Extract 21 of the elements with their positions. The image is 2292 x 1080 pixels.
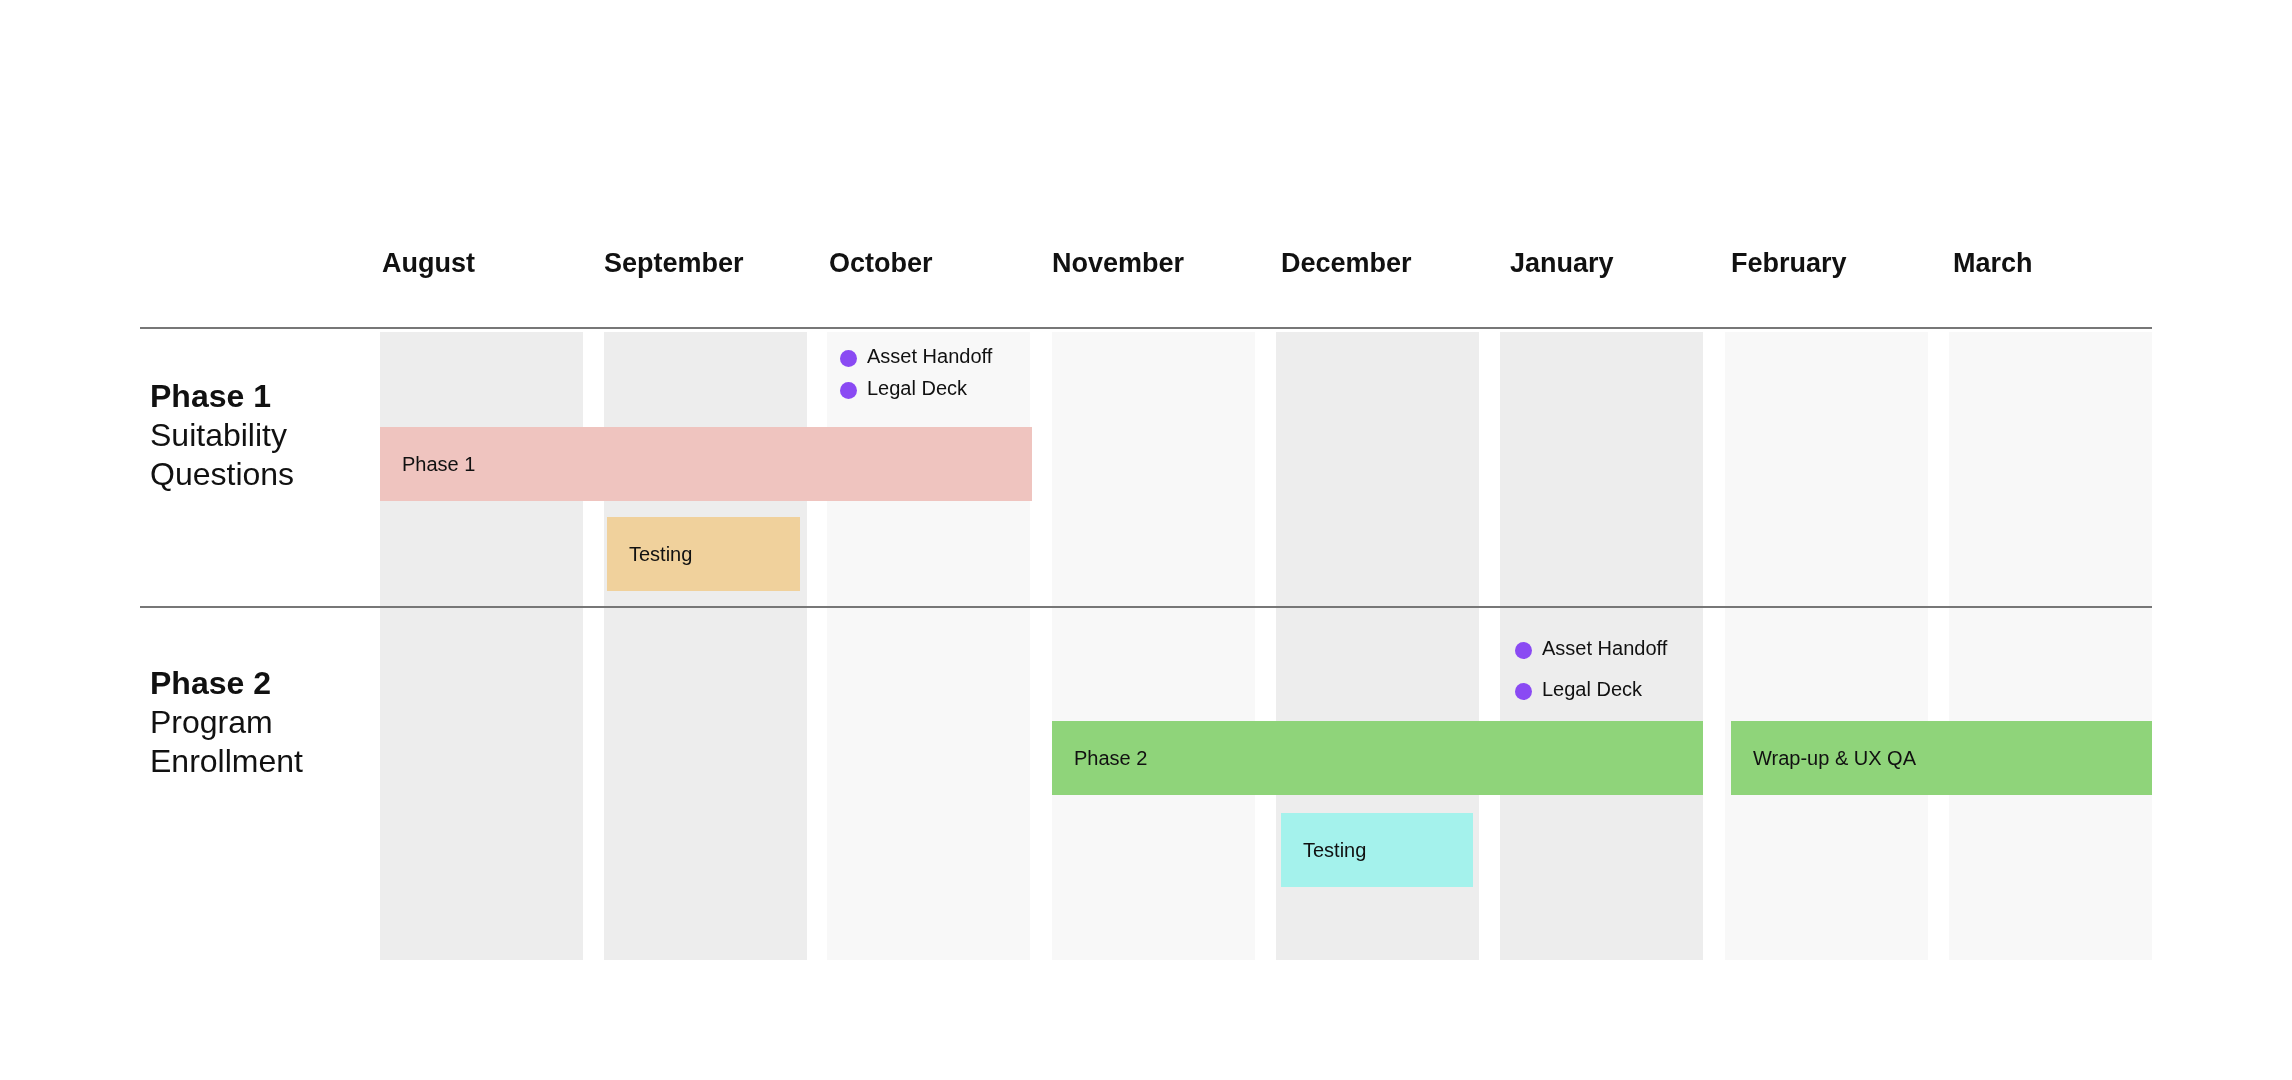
phase-title: Phase 2 (150, 664, 272, 703)
task-bar: Testing (1281, 813, 1473, 887)
month-heading: August (382, 248, 475, 279)
task-bar: Phase 2 (1052, 721, 1703, 795)
milestone-label: Asset Handoff (867, 345, 993, 368)
month-heading: November (1052, 248, 1185, 279)
milestone-label: Asset Handoff (1542, 637, 1668, 660)
month-heading: March (1953, 248, 2033, 279)
phase-title: Phase 1 (150, 377, 272, 416)
milestone-label: Legal Deck (867, 377, 968, 400)
month-heading: December (1281, 248, 1412, 279)
task-bar: Testing (607, 517, 800, 591)
month-heading: September (604, 248, 744, 279)
row-heading: Suitability Questions (150, 416, 296, 494)
task-bar: Wrap-up & UX QA (1731, 721, 2152, 795)
milestone-label: Legal Deck (1542, 678, 1643, 701)
month-heading: October (829, 248, 933, 279)
month-heading: February (1731, 248, 1847, 279)
month-heading: January (1510, 248, 1614, 279)
row-heading: Program Enrollment (150, 703, 304, 781)
task-bar: Phase 1 (380, 427, 1032, 501)
